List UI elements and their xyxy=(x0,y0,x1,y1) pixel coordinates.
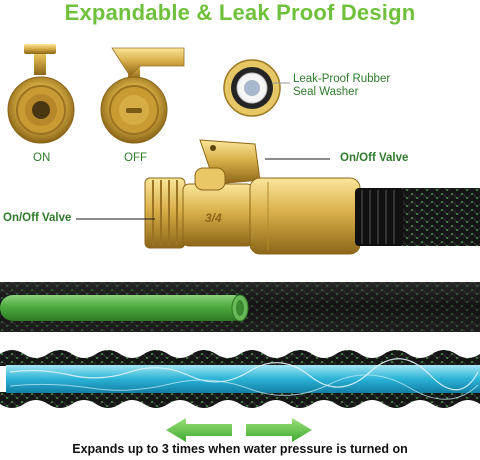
connector-hose-icon xyxy=(355,188,480,246)
valve-label-left: On/Off Valve xyxy=(3,212,72,224)
page-title: Expandable & Leak Proof Design xyxy=(64,0,416,25)
off-label: OFF xyxy=(124,152,147,164)
main-connector-icon xyxy=(144,139,361,255)
footer-caption: Expands up to 3 times when water pressur… xyxy=(72,442,408,456)
off-fitting-icon xyxy=(100,47,185,144)
washer-label-line1: Leak-Proof Rubber xyxy=(293,73,391,85)
expand-arrows-icon xyxy=(166,418,312,442)
contracted-hose-icon xyxy=(0,282,480,332)
seal-washer-icon xyxy=(223,59,281,117)
washer-label-line2: Seal Washer xyxy=(293,86,359,98)
expanded-hose-icon xyxy=(0,350,480,408)
engraving-text: 3/4 xyxy=(205,211,222,225)
on-label: ON xyxy=(33,152,51,164)
valve-label-right: On/Off Valve xyxy=(340,152,409,164)
on-fitting-icon xyxy=(7,44,75,144)
